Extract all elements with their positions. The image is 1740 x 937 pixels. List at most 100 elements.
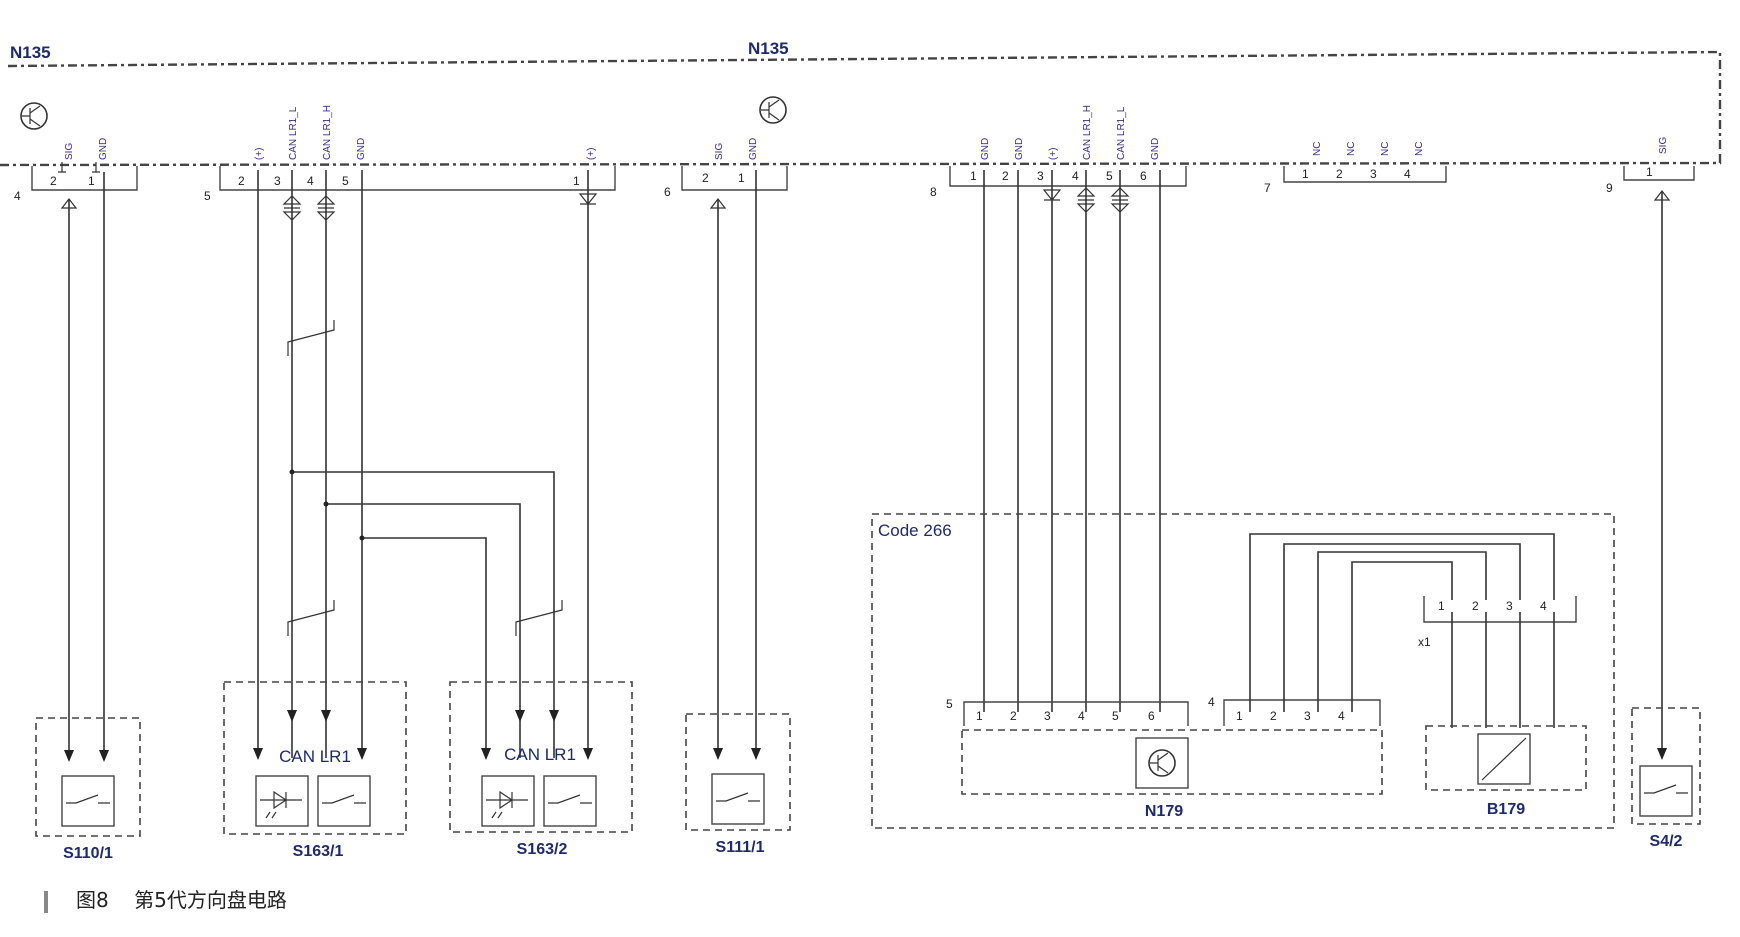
pin-number: 1 — [970, 169, 977, 183]
pin-signal: NC — [1380, 142, 1391, 156]
n135-module-outline — [7, 50, 1722, 150]
pin-signal: (+) — [1048, 148, 1059, 161]
wire — [1249, 533, 1555, 712]
connector-7: 7 1 2 3 4 NC NC NC NC — [1264, 142, 1447, 195]
pin-number: 4 — [1338, 709, 1345, 723]
pin-signal: SIG — [64, 143, 75, 160]
pin-number: 4 — [1078, 709, 1085, 723]
pin-number: 3 — [1506, 599, 1513, 613]
pin-number: 1 — [88, 174, 95, 188]
component-label: S163/2 — [517, 841, 568, 858]
connector-number: 5 — [204, 189, 211, 203]
pin-number: 1 — [573, 174, 580, 188]
code-266-block: Code 266 5 1 2 3 4 5 6 4 1 2 3 4 N179 1 … — [871, 513, 1615, 829]
switch-s111-1: S111/1 — [685, 713, 791, 856]
pin-number: 4 — [1404, 167, 1411, 181]
pin-number: 1 — [738, 171, 745, 185]
can-label: CAN LR1 — [504, 745, 576, 764]
pin-signal: CAN LR1_H — [1082, 105, 1093, 160]
switch-s4-2: S4/2 — [1631, 707, 1701, 850]
connector-number: 9 — [1606, 181, 1613, 195]
connector-number: 6 — [664, 185, 671, 199]
pin-signal: CAN LR1_L — [1116, 106, 1127, 160]
code-label: Code 266 — [878, 521, 952, 540]
n135-module-bottom — [0, 150, 1722, 167]
pin-signal: NC — [1312, 142, 1323, 156]
component-label: S111/1 — [716, 839, 765, 856]
pin-signal: GND — [748, 138, 759, 160]
figure-number: 图8 — [76, 888, 109, 912]
wire — [1317, 551, 1487, 712]
pin-number: 1 — [1302, 167, 1309, 181]
switch-s163-2: CAN LR1 S163/2 — [449, 681, 633, 858]
pin-signal: GND — [980, 138, 991, 160]
pin-number: 6 — [1148, 709, 1155, 723]
pin-signal: SIG — [1658, 137, 1669, 154]
connector-number: 4 — [1208, 695, 1215, 709]
connector-6: 6 2 1 SIG GND — [664, 138, 788, 199]
connector-4: 4 2 1 SIG GND — [14, 138, 138, 203]
switch-s110-1: S110/1 — [35, 717, 141, 862]
connector-number: 7 — [1264, 181, 1271, 195]
pin-number: 3 — [1044, 709, 1051, 723]
pin-signal: GND — [98, 138, 109, 160]
transistor-icon — [759, 96, 787, 124]
pin-number: 2 — [50, 174, 57, 188]
pin-number: 3 — [1037, 169, 1044, 183]
pin-number: 2 — [238, 174, 245, 188]
figure-title: 第5代方向盘电路 — [134, 888, 287, 912]
switch-s163-1: CAN LR1 S163/1 — [223, 681, 407, 860]
wire — [292, 471, 555, 758]
pin-number: 2 — [1270, 709, 1277, 723]
figure-caption: 图8 第5代方向盘电路 — [44, 884, 287, 913]
pin-number: 5 — [1112, 709, 1119, 723]
pin-number: 2 — [1010, 709, 1017, 723]
pin-number: 2 — [1002, 169, 1009, 183]
pin-number: 1 — [1646, 165, 1653, 179]
wire — [362, 537, 487, 758]
pin-number: 4 — [1540, 599, 1547, 613]
pin-signal: GND — [1150, 138, 1161, 160]
pin-number: 2 — [1472, 599, 1479, 613]
circuit-diagram: N135 N135 4 2 1 SIG GND 5 2 3 4 5 1 (+) … — [0, 39, 1722, 862]
pin-number: 6 — [1140, 169, 1147, 183]
wire — [1351, 561, 1453, 712]
pin-number: 3 — [274, 174, 281, 188]
pin-number: 3 — [1304, 709, 1311, 723]
component-label: S163/1 — [293, 843, 344, 860]
can-label: CAN LR1 — [279, 747, 351, 766]
x1-label: x1 — [1418, 635, 1431, 649]
wire — [1283, 543, 1521, 712]
n135-label-left: N135 — [10, 43, 51, 62]
transistor-icon — [20, 102, 48, 130]
pin-number: 4 — [1072, 169, 1079, 183]
connector-8: 8 1 2 3 4 5 6 GND GND (+) CAN LR1_H CAN … — [930, 105, 1187, 199]
component-label: B179 — [1487, 801, 1525, 818]
pin-signal: (+) — [586, 148, 597, 161]
component-label: S110/1 — [63, 845, 113, 862]
pin-number: 1 — [1438, 599, 1445, 613]
pin-number: 5 — [342, 174, 349, 188]
pin-number: 3 — [1370, 167, 1377, 181]
pin-signal: CAN LR1_H — [322, 105, 333, 160]
pin-number: 1 — [1236, 709, 1243, 723]
pin-signal: NC — [1414, 142, 1425, 156]
wire — [326, 503, 521, 758]
pin-signal: CAN LR1_L — [288, 106, 299, 160]
pin-signal: NC — [1346, 142, 1357, 156]
pin-number: 2 — [1336, 167, 1343, 181]
pin-number: 2 — [702, 171, 709, 185]
pin-signal: (+) — [254, 148, 265, 161]
connector-9: 9 1 SIG — [1606, 137, 1695, 195]
caption-marker — [44, 890, 48, 913]
pin-signal: GND — [356, 138, 367, 160]
pin-signal: SIG — [714, 143, 725, 160]
component-label: N179 — [1145, 803, 1183, 820]
n135-label-center: N135 — [748, 39, 789, 58]
connector-number: 8 — [930, 185, 937, 199]
component-label: S4/2 — [1650, 833, 1683, 850]
pin-number: 1 — [976, 709, 983, 723]
connector-number: 4 — [14, 189, 21, 203]
pin-signal: GND — [1014, 138, 1025, 160]
pin-number: 4 — [307, 174, 314, 188]
